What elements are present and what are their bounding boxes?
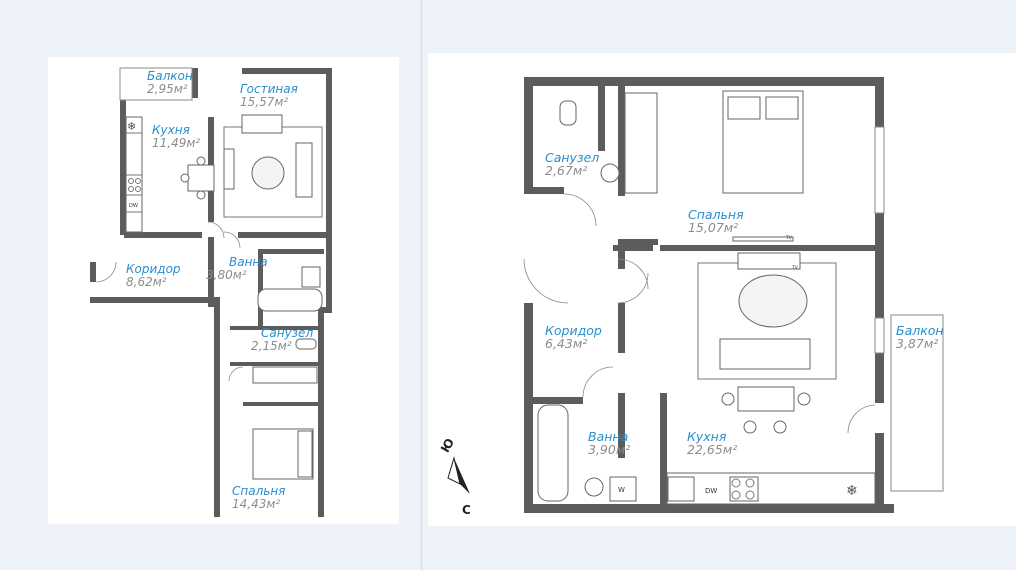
- room-name: Кухня: [152, 123, 190, 137]
- svg-text:❄: ❄: [127, 120, 136, 133]
- room-label-corridor: Коридор 6,43м²: [545, 324, 602, 350]
- room-name: Балкон: [147, 69, 193, 83]
- room-area: 3,87м²: [896, 336, 939, 352]
- room-label-bedroom: Спальня 14,43м²: [232, 485, 285, 510]
- floor-plan-right: ❄ DW W TV TV Санузел 2,67м² Спальня 15,0…: [428, 53, 1016, 526]
- compass-south-label: С: [462, 503, 471, 517]
- compass-arrow-light-icon: [447, 456, 461, 485]
- floor-plan-left: ❄ DW Балкон 2,95м² Гостиная 15,57м²: [48, 57, 399, 524]
- room-label-bath: Ванна 3,90м²: [588, 430, 630, 456]
- room-area: 8,62м²: [126, 274, 167, 289]
- room-name: Ванна: [588, 429, 629, 444]
- room-name: Спальня: [232, 484, 286, 498]
- page-divider: [420, 0, 423, 570]
- room-area: 22,65м²: [687, 442, 738, 458]
- room-area: 2,15м²: [251, 338, 292, 353]
- room-name: Коридор: [126, 262, 181, 276]
- room-label-balcony: Балкон 2,95м²: [147, 70, 193, 95]
- room-label-balcony: Балкон 3,87м²: [896, 324, 944, 350]
- room-area: 3,90м²: [588, 442, 631, 458]
- room-area: 15,57м²: [240, 94, 289, 109]
- room-label-kitchen: Кухня 11,49м²: [152, 124, 200, 149]
- room-name: Спальня: [688, 207, 744, 222]
- room-name: Гостиная: [240, 82, 298, 96]
- room-label-living: Гостиная 15,57м²: [240, 83, 298, 108]
- room-label-bedroom: Спальня 15,07м²: [688, 208, 744, 234]
- room-area: 15,07м²: [688, 220, 739, 236]
- floor-plan-left-drawing: ❄ DW: [90, 67, 332, 517]
- svg-text:DW: DW: [705, 487, 717, 495]
- room-area: 2,67м²: [545, 163, 588, 179]
- compass-arrow-icon: [454, 458, 470, 494]
- room-name: Санузел: [261, 326, 314, 340]
- svg-text:❄: ❄: [846, 483, 858, 499]
- room-label-corridor: Коридор 8,62м²: [126, 263, 181, 288]
- room-name: Санузел: [545, 150, 600, 165]
- room-area: 6,43м²: [545, 336, 588, 352]
- room-label-wc: Санузел 2,15м²: [251, 327, 313, 352]
- room-name: Коридор: [545, 323, 602, 338]
- room-label-kitchen: Кухня 22,65м²: [687, 430, 737, 456]
- room-area: 2,95м²: [147, 81, 188, 96]
- svg-text:W: W: [618, 486, 625, 494]
- floor-plan-right-drawing: ❄ DW W TV TV: [523, 77, 944, 513]
- room-name: Ванна: [229, 255, 268, 269]
- room-label-wc: Санузел 2,67м²: [545, 151, 599, 177]
- room-name: Балкон: [896, 323, 944, 338]
- room-name: Кухня: [687, 429, 727, 444]
- compass: Ю С: [438, 436, 471, 517]
- svg-text:TV: TV: [785, 235, 793, 241]
- room-area: 14,43м²: [232, 496, 281, 511]
- room-area: 11,49м²: [152, 135, 201, 150]
- room-area: 3,80м²: [206, 267, 247, 282]
- svg-text:TV: TV: [791, 265, 799, 271]
- compass-north-label: Ю: [438, 436, 457, 455]
- svg-text:DW: DW: [129, 203, 138, 209]
- room-label-bath: Ванна 3,80м²: [206, 256, 268, 281]
